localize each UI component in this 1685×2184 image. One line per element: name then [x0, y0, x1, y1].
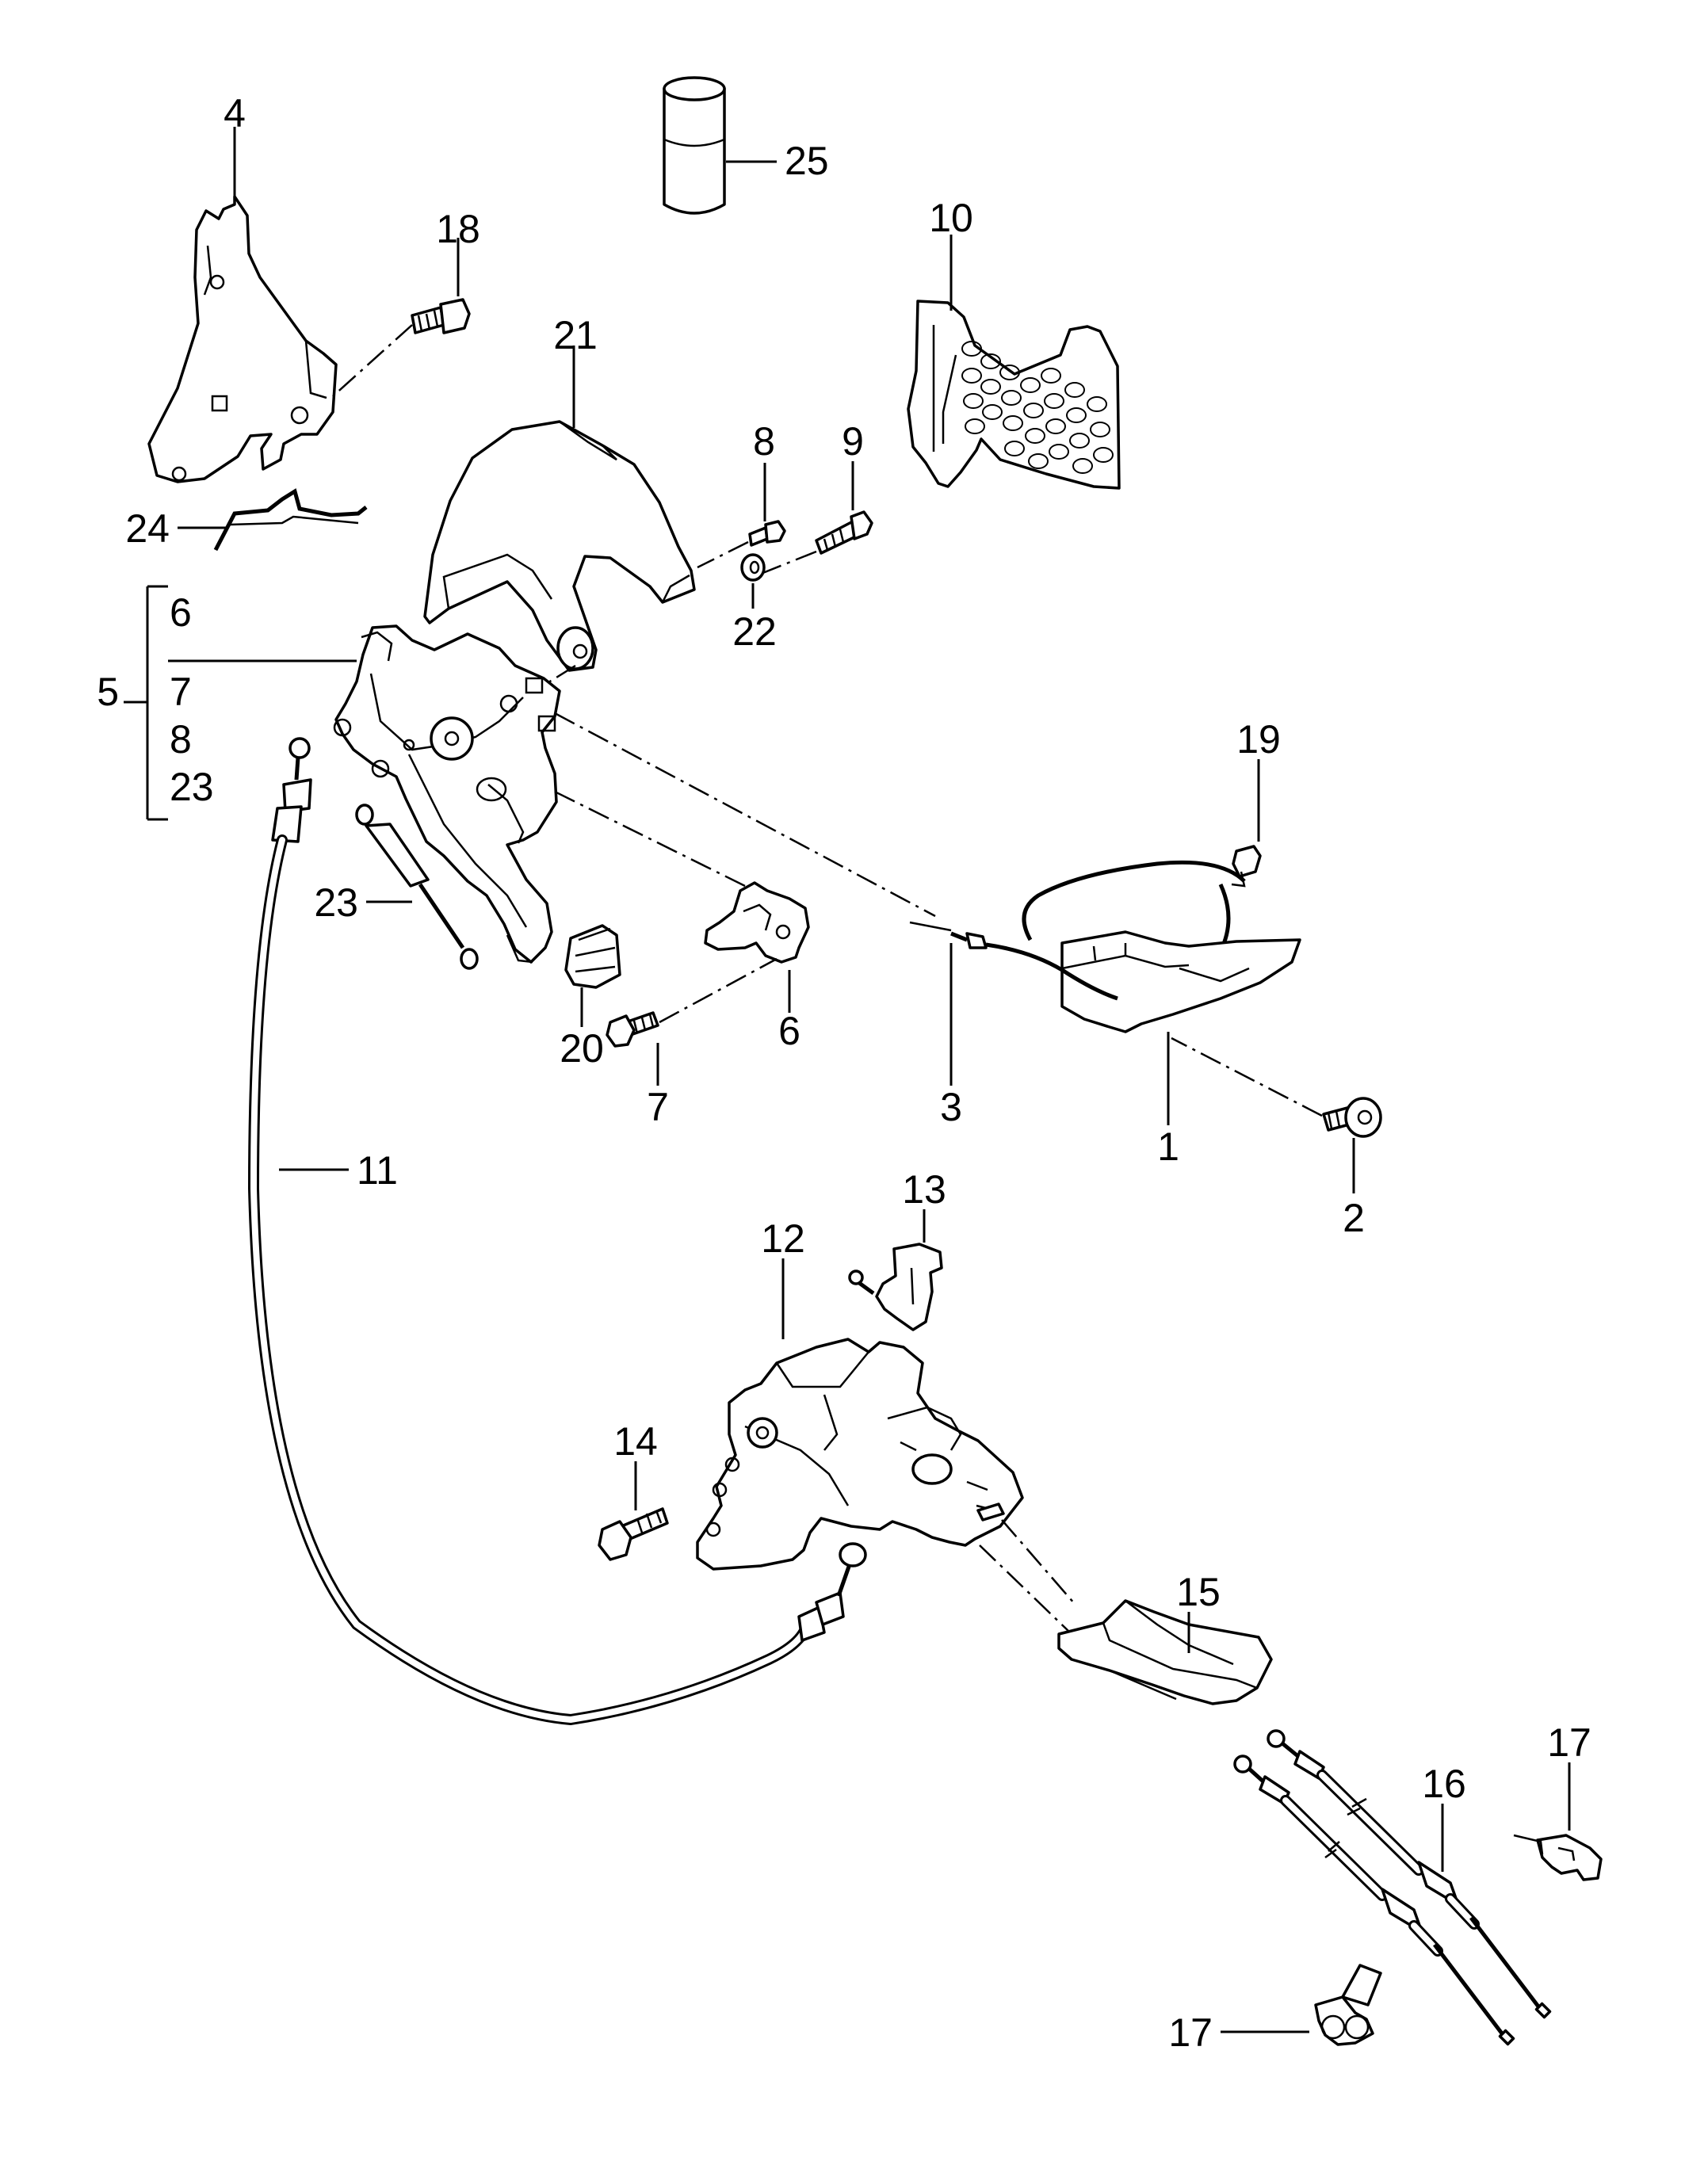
callout-1: 1 [1157, 1124, 1179, 1169]
callout-17-upper: 17 [1547, 1720, 1591, 1765]
callout-12: 12 [761, 1216, 805, 1261]
part-7-bolt [606, 957, 778, 1086]
part-19-clip [1231, 759, 1262, 888]
callout-6-group: 6 [170, 590, 192, 635]
callout-23: 23 [314, 880, 358, 925]
callout-6: 6 [778, 1009, 800, 1053]
callout-10: 10 [929, 196, 973, 240]
callout-2: 2 [1343, 1196, 1365, 1240]
callout-7: 7 [647, 1085, 669, 1129]
part-13-clip [848, 1209, 943, 1331]
part-9-bolt [760, 461, 873, 575]
callout-18: 18 [436, 207, 480, 251]
part-4-bracket [147, 127, 338, 483]
part-14-bolt [598, 1461, 669, 1561]
part-25-sleeve [663, 76, 777, 215]
callout-8-group: 8 [170, 717, 192, 762]
callout-16: 16 [1422, 1762, 1466, 1806]
part-23-gas-strut [355, 712, 936, 970]
part-15-cover [1057, 1599, 1273, 1705]
part-17-clamp-upper [1513, 1762, 1603, 1881]
part-6-lock-piece [552, 789, 810, 1013]
callout-9: 9 [842, 419, 864, 464]
part-3-cable [909, 921, 1118, 1086]
part-18-bolt [332, 238, 471, 397]
callout-14: 14 [613, 1419, 658, 1464]
callout-4: 4 [224, 91, 246, 136]
callout-7-group: 7 [170, 670, 192, 714]
part-16-cables [1233, 1729, 1552, 2046]
callout-19: 19 [1236, 717, 1281, 762]
part-5-lever-assembly [333, 624, 561, 964]
part-17-clamp-lower [1221, 1964, 1382, 2046]
callout-5: 5 [97, 670, 119, 714]
part-10-gate-plate [907, 235, 1121, 490]
callout-8: 8 [753, 419, 775, 464]
callout-3: 3 [940, 1085, 962, 1129]
callout-13: 13 [902, 1167, 946, 1212]
part-11-cable [247, 737, 867, 1726]
part-21-cover [423, 346, 696, 724]
callout-11: 11 [357, 1148, 398, 1193]
callout-23-group: 23 [170, 765, 214, 809]
part-12-brake-mechanism [696, 1258, 1076, 1633]
callout-17-lower: 17 [1168, 2010, 1213, 2055]
callout-15: 15 [1176, 1570, 1221, 1614]
part-2-screw [1171, 1037, 1382, 1193]
part-24-spring-clip [178, 488, 368, 552]
callout-21: 21 [553, 313, 598, 357]
callout-22: 22 [732, 609, 777, 654]
part-1-console-trim [1022, 860, 1301, 1125]
part-22-washer [740, 553, 766, 609]
callout-24: 24 [125, 506, 170, 551]
part-20-pad [564, 924, 621, 1027]
callout-25: 25 [785, 139, 829, 183]
callout-20: 20 [560, 1026, 604, 1071]
gate-plate-honeycomb [961, 341, 1114, 474]
callout-labels: 4 25 18 10 21 8 9 24 6 22 5 7 19 8 23 23… [97, 91, 1591, 2055]
group-bracket-5 [124, 585, 357, 821]
part-8-bolt [697, 463, 786, 569]
